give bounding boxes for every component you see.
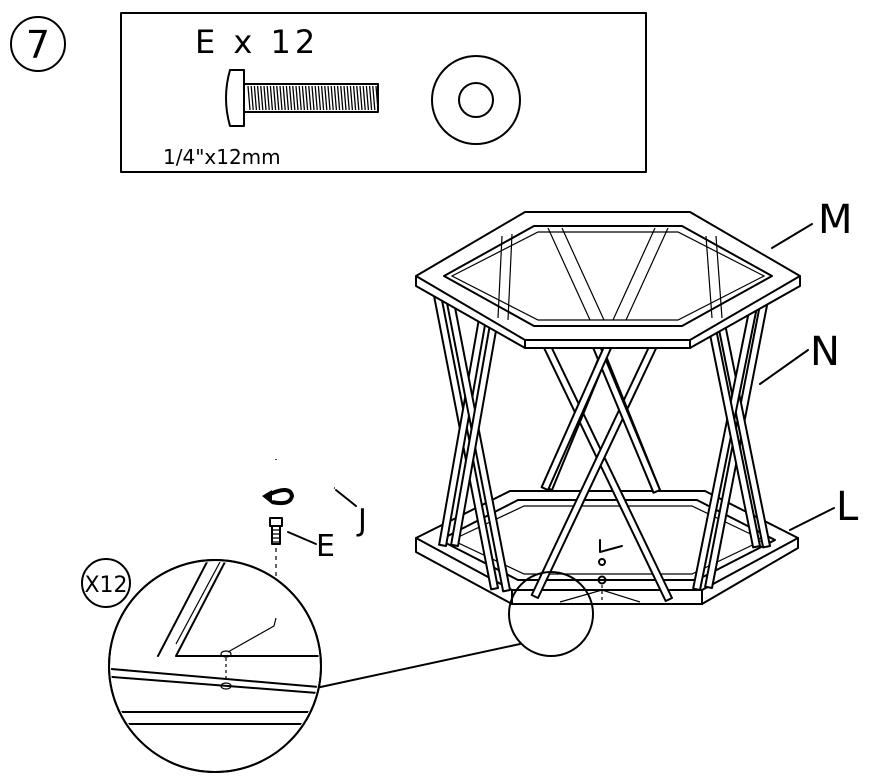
- thread-line: [327, 85, 331, 111]
- label-allen-key: J: [356, 503, 367, 538]
- table-frame: [415, 211, 801, 605]
- parts-box: E x 12 1/4"x12mm: [120, 12, 647, 173]
- thread-line: [340, 85, 344, 111]
- label-base-frame: L: [836, 484, 859, 530]
- parts-size-label: 1/4"x12mm: [163, 145, 281, 169]
- thread-line: [324, 85, 328, 111]
- thread-line: [276, 85, 280, 111]
- top-frame: [415, 211, 801, 349]
- thread-line: [269, 85, 274, 111]
- thread-line: [311, 85, 315, 111]
- thread-line: [343, 85, 347, 111]
- thread-line: [346, 85, 350, 111]
- thread-line: [317, 85, 322, 111]
- detail-magnifier: X12: [81, 558, 594, 773]
- thread-line: [375, 85, 379, 111]
- allen-key-icon: [274, 459, 335, 490]
- inner-allen-key-icon: [559, 539, 641, 603]
- thread-line: [314, 85, 318, 111]
- thread-line: [368, 85, 373, 111]
- thread-line: [247, 85, 251, 111]
- washer-icon: [431, 55, 521, 145]
- parts-quantity-label: E x 12: [195, 23, 319, 61]
- thread-line: [320, 85, 325, 111]
- leader-lines: [287, 223, 835, 545]
- detail-multiplier-label: X12: [84, 573, 127, 598]
- thread-line: [285, 85, 290, 111]
- thread-line: [333, 85, 338, 111]
- thread-line: [263, 85, 267, 111]
- thread-line: [372, 85, 376, 111]
- thread-line: [356, 85, 360, 111]
- thread-line: [362, 85, 366, 111]
- rotate-arrow-icon: [262, 488, 295, 506]
- label-top-frame: M: [818, 197, 853, 243]
- bolt-icon: [225, 69, 379, 127]
- thread-line: [330, 85, 334, 111]
- thread-line: [365, 85, 370, 111]
- thread-line: [260, 85, 264, 111]
- label-bolt: E: [316, 529, 335, 564]
- small-bolt-icon: [269, 517, 283, 598]
- thread-line: [282, 85, 286, 111]
- thread-line: [272, 85, 277, 111]
- base-frame: [415, 490, 799, 605]
- thread-line: [295, 85, 299, 111]
- thread-line: [352, 85, 357, 111]
- thread-line: [266, 85, 270, 111]
- step-badge: 7: [10, 16, 66, 72]
- thread-line: [256, 85, 261, 111]
- thread-line: [336, 85, 341, 111]
- thread-line: [308, 85, 312, 111]
- label-side-frame: N: [810, 329, 840, 375]
- thread-line: [253, 85, 258, 111]
- thread-line: [359, 85, 363, 111]
- thread-line: [292, 85, 296, 111]
- bolt-threads: [247, 85, 379, 111]
- thread-line: [298, 85, 302, 111]
- step-number: 7: [26, 23, 50, 67]
- thread-line: [288, 85, 293, 111]
- thread-line: [301, 85, 306, 111]
- thread-line: [279, 85, 283, 111]
- thread-line: [349, 85, 354, 111]
- thread-line: [304, 85, 309, 111]
- thread-line: [250, 85, 254, 111]
